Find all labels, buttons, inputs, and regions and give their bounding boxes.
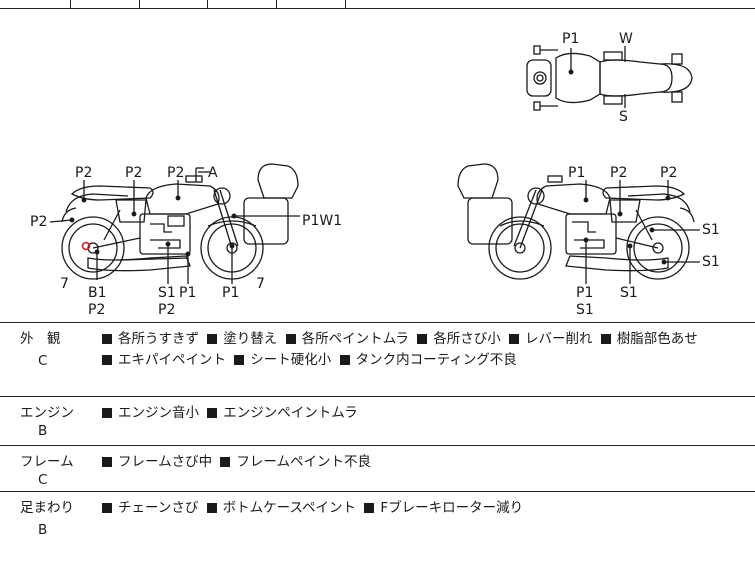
square-bullet-icon xyxy=(285,333,296,344)
diagram-label: S1 xyxy=(702,222,720,238)
condition-item: 各所さび小 xyxy=(413,331,501,347)
diagram-label: P2 xyxy=(125,165,142,181)
condition-grade: C xyxy=(38,472,48,488)
diagram-label: S1 xyxy=(620,285,638,301)
table-cell xyxy=(70,0,140,8)
diagram-label: P2 xyxy=(88,302,105,318)
motorcycle-left-view xyxy=(49,163,300,284)
diagram-label: 7 xyxy=(60,276,69,292)
diagram-label: P1 xyxy=(179,285,196,301)
diagram-label: S1 xyxy=(576,302,594,318)
motorcycle-top-view xyxy=(526,45,693,111)
square-bullet-icon xyxy=(102,407,112,418)
diagram-label: B1 xyxy=(88,285,107,301)
square-bullet-icon xyxy=(364,502,375,513)
diagram-label: P2 xyxy=(660,165,677,181)
diagram-label: P1 xyxy=(222,285,239,301)
condition-items: 各所うすきず 塗り替え 各所ペイントムラ 各所さび小 レバー削れ 樹脂部色あせ … xyxy=(98,329,748,371)
table-cell xyxy=(207,0,277,8)
table-cell xyxy=(0,0,71,8)
condition-row-frame: フレーム C フレームさび中 フレームペイント不良 xyxy=(0,446,755,492)
condition-item: エンジンペイントムラ xyxy=(203,405,358,421)
condition-category: エンジン xyxy=(20,405,74,421)
condition-item: フレームペイント不良 xyxy=(216,454,371,470)
square-bullet-icon xyxy=(102,502,112,513)
square-bullet-icon xyxy=(102,354,112,365)
condition-item: ボトムケースペイント xyxy=(203,500,356,516)
condition-category: 外 観 xyxy=(20,331,61,347)
diagram-label: P1 xyxy=(562,31,579,47)
condition-grade: C xyxy=(38,353,48,369)
motorcycle-right-view xyxy=(457,163,700,284)
condition-item: 各所ペイントムラ xyxy=(282,331,409,347)
square-bullet-icon xyxy=(234,354,245,365)
square-bullet-icon xyxy=(102,456,112,467)
condition-item: 樹脂部色あせ xyxy=(597,331,698,347)
condition-item: エキパイペイント xyxy=(98,352,226,368)
square-bullet-icon xyxy=(206,502,217,513)
condition-items: フレームさび中 フレームペイント不良 xyxy=(98,452,748,473)
square-bullet-icon xyxy=(600,333,611,344)
condition-item: 塗り替え xyxy=(203,331,277,347)
condition-category: フレーム xyxy=(20,454,74,470)
square-bullet-icon xyxy=(207,333,218,344)
diagram-label: P2 xyxy=(30,214,47,230)
diagram-label: P2 xyxy=(610,165,627,181)
diagram-label: A xyxy=(208,165,218,181)
condition-item: Fブレーキローター減り xyxy=(360,500,523,516)
square-bullet-icon xyxy=(220,456,231,467)
condition-item: レバー削れ xyxy=(505,331,593,347)
diagram-label: 7 xyxy=(256,276,265,292)
condition-grade: B xyxy=(38,423,48,439)
condition-item: チェーンさび xyxy=(98,500,198,516)
table-cell xyxy=(139,0,208,8)
damage-diagram: P1 W S P2 P2 P2 A P2 P1W1 7 B1 P2 S1 P2 … xyxy=(0,8,755,323)
square-bullet-icon xyxy=(102,333,112,344)
top-table-strip xyxy=(0,0,755,9)
condition-category: 足まわり xyxy=(20,500,74,516)
square-bullet-icon xyxy=(339,354,350,365)
condition-row-exterior: 外 観 C 各所うすきず 塗り替え 各所ペイントムラ 各所さび小 レバー削れ 樹… xyxy=(0,323,755,397)
condition-grade: B xyxy=(38,522,48,538)
condition-item: タンク内コーティング不良 xyxy=(336,352,517,368)
diagram-label: P1 xyxy=(576,285,593,301)
condition-item: シート硬化小 xyxy=(230,352,331,368)
condition-row-suspension: 足まわり B チェーンさび ボトムケースペイント Fブレーキローター減り xyxy=(0,492,755,561)
diagram-label: S1 xyxy=(702,254,720,270)
diagram-label: P2 xyxy=(167,165,184,181)
diagram-label: S xyxy=(619,109,628,125)
condition-item: フレームさび中 xyxy=(98,454,212,470)
condition-items: チェーンさび ボトムケースペイント Fブレーキローター減り xyxy=(98,498,748,519)
condition-items: エンジン音小 エンジンペイントムラ xyxy=(98,403,748,424)
diagram-label: P2 xyxy=(158,302,175,318)
diagram-label: W xyxy=(619,31,633,47)
diagram-label: P2 xyxy=(75,165,92,181)
table-cell xyxy=(276,0,346,8)
square-bullet-icon xyxy=(207,407,218,418)
square-bullet-icon xyxy=(417,333,428,344)
condition-item: エンジン音小 xyxy=(98,405,199,421)
condition-item: 各所うすきず xyxy=(98,331,199,347)
diagram-label: S1 xyxy=(158,285,176,301)
condition-row-engine: エンジン B エンジン音小 エンジンペイントムラ xyxy=(0,397,755,446)
square-bullet-icon xyxy=(509,333,520,344)
diagram-label: P1 xyxy=(568,165,585,181)
diagram-label: P1W1 xyxy=(302,213,342,229)
